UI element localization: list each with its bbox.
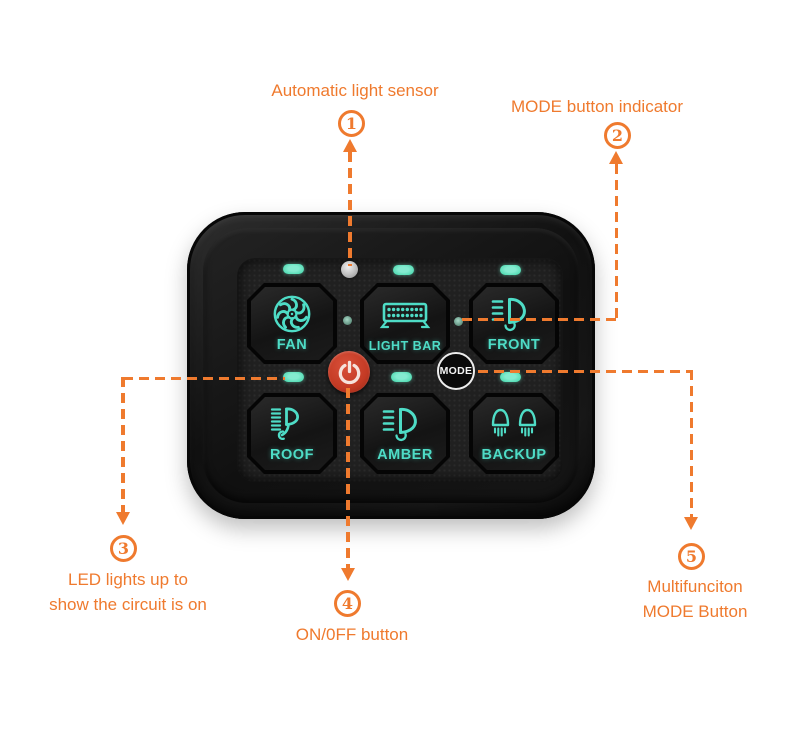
callout-number-2: 2 (604, 122, 631, 149)
power-button (328, 351, 370, 393)
arrow-up-icon (343, 139, 357, 152)
callout-number-5: 5 (678, 543, 705, 570)
callout-line-2 (614, 164, 618, 319)
callout-line-2 (462, 317, 618, 321)
arrow-up-icon (609, 151, 623, 164)
arrow-down-icon (116, 512, 130, 525)
callout-line-3 (123, 376, 285, 380)
callout-line-1 (348, 152, 352, 266)
switch-label-light-bar: LIGHT BAR (368, 339, 442, 353)
switch-roof: ROOF (247, 393, 337, 474)
switch-label-roof: ROOF (270, 447, 314, 463)
callout-label-4: ON/0FF button (295, 625, 409, 644)
switch-label-fan: FAN (276, 337, 308, 353)
switch-light-bar: LIGHT BAR (360, 283, 450, 364)
switch-label-amber: AMBER (377, 447, 433, 463)
callout-number-3: 3 (110, 535, 137, 562)
automatic-light-sensor (340, 260, 358, 278)
led-indicator-fan (282, 264, 304, 274)
callout-line-3 (121, 376, 125, 513)
led-indicator-backup (499, 372, 521, 382)
switch-amber: AMBER (360, 393, 450, 474)
callout-number-1: 1 (338, 110, 365, 137)
mode-button-label: MODE (439, 365, 473, 377)
switch-front: FRONT (469, 283, 559, 364)
callout-label-5: Multifunciton MODE Button (642, 577, 748, 621)
led-indicator-light-bar (392, 265, 414, 275)
fan-icon (271, 291, 313, 337)
mode-button: MODE (437, 352, 475, 390)
callout-line-5 (689, 369, 693, 517)
switch-backup: BACKUP (469, 393, 559, 474)
callout-label-3: LED lights up to show the circuit is on (49, 570, 207, 614)
amber-beam-icon (382, 401, 428, 447)
arrow-down-icon (341, 568, 355, 581)
callout-line-4 (346, 388, 350, 568)
light-bar-icon (377, 291, 433, 339)
status-dot (342, 315, 352, 325)
led-indicator-roof (282, 372, 304, 382)
roof-beam-icon (269, 401, 315, 447)
callout-line-5 (478, 369, 693, 373)
front-beam-icon (491, 291, 537, 337)
callout-number-4: 4 (334, 590, 361, 617)
power-icon (336, 359, 363, 386)
mode-button-indicator-dot (453, 316, 463, 326)
backup-lights-icon (489, 401, 539, 447)
callout-label-2: MODE button indicator (511, 97, 683, 116)
switch-label-backup: BACKUP (481, 447, 547, 463)
led-indicator-front (499, 265, 521, 275)
led-indicator-amber (390, 372, 412, 382)
switch-fan: FAN (247, 283, 337, 364)
arrow-down-icon (684, 517, 698, 530)
switch-label-front: FRONT (487, 337, 541, 353)
callout-label-1: Automatic light sensor (271, 81, 439, 100)
